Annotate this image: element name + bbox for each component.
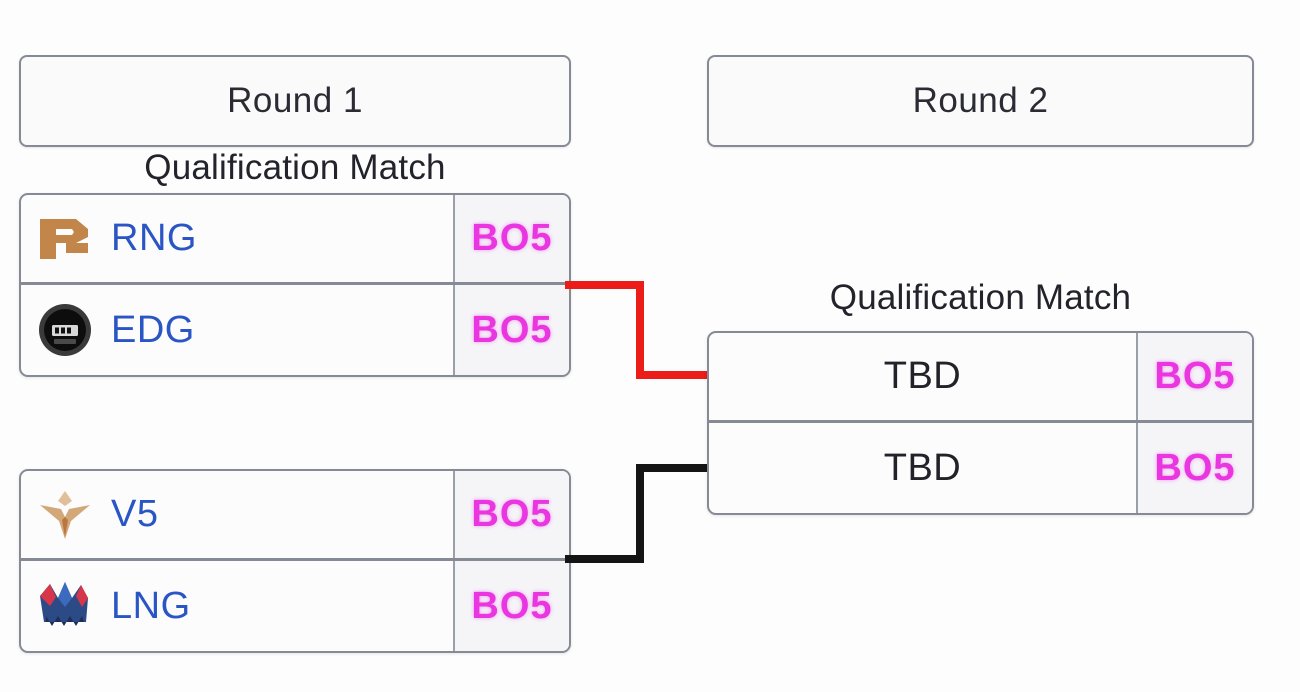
connector-match2-to-round2-lower: [636, 464, 711, 472]
match-format-badge: BO5: [453, 195, 569, 282]
match-format-badge: BO5: [453, 285, 569, 375]
connector-match1-to-round2-upper: [565, 281, 644, 289]
connector-match1-to-round2-upper: [636, 281, 644, 379]
table-row[interactable]: TBD BO5: [709, 423, 1252, 513]
lng-logo-icon: [21, 561, 109, 651]
round-2-header: Round 2: [707, 55, 1254, 147]
round-1-header: Round 1: [19, 55, 571, 147]
round-2-header-label: Round 2: [912, 81, 1049, 120]
match-round2-1[interactable]: TBD BO5 TBD BO5: [707, 331, 1254, 515]
team-name: RNG: [111, 217, 197, 259]
match-format-badge: BO5: [453, 471, 569, 558]
table-row[interactable]: LNG BO5: [21, 561, 569, 651]
edg-logo-icon: [21, 285, 109, 375]
connector-match1-to-round2-upper: [636, 371, 711, 379]
team-name: TBD: [883, 355, 962, 397]
table-row[interactable]: TBD BO5: [709, 333, 1252, 423]
round-2-match-caption: Qualification Match: [829, 278, 1132, 317]
team-name: LNG: [111, 584, 191, 627]
v5-logo-icon: [21, 471, 109, 558]
team-name: V5: [111, 493, 159, 535]
team-name: TBD: [883, 446, 962, 489]
round-1-header-label: Round 1: [227, 81, 363, 120]
match-format-badge: BO5: [453, 561, 569, 651]
rng-logo-icon: [21, 195, 109, 282]
match-format-badge: BO5: [1136, 423, 1252, 513]
team-name: EDG: [111, 308, 195, 351]
connector-match2-to-round2-lower: [636, 464, 644, 563]
round-1-match-caption: Qualification Match: [144, 148, 446, 187]
match-format-badge: BO5: [1136, 333, 1252, 420]
table-row[interactable]: EDG BO5: [21, 285, 569, 375]
table-row[interactable]: RNG BO5: [21, 195, 569, 285]
match-round1-2[interactable]: V5 BO5 LNG BO5: [19, 469, 571, 653]
connector-match2-to-round2-lower: [565, 555, 644, 563]
table-row[interactable]: V5 BO5: [21, 471, 569, 561]
match-round1-1[interactable]: RNG BO5 EDG BO5: [19, 193, 571, 377]
